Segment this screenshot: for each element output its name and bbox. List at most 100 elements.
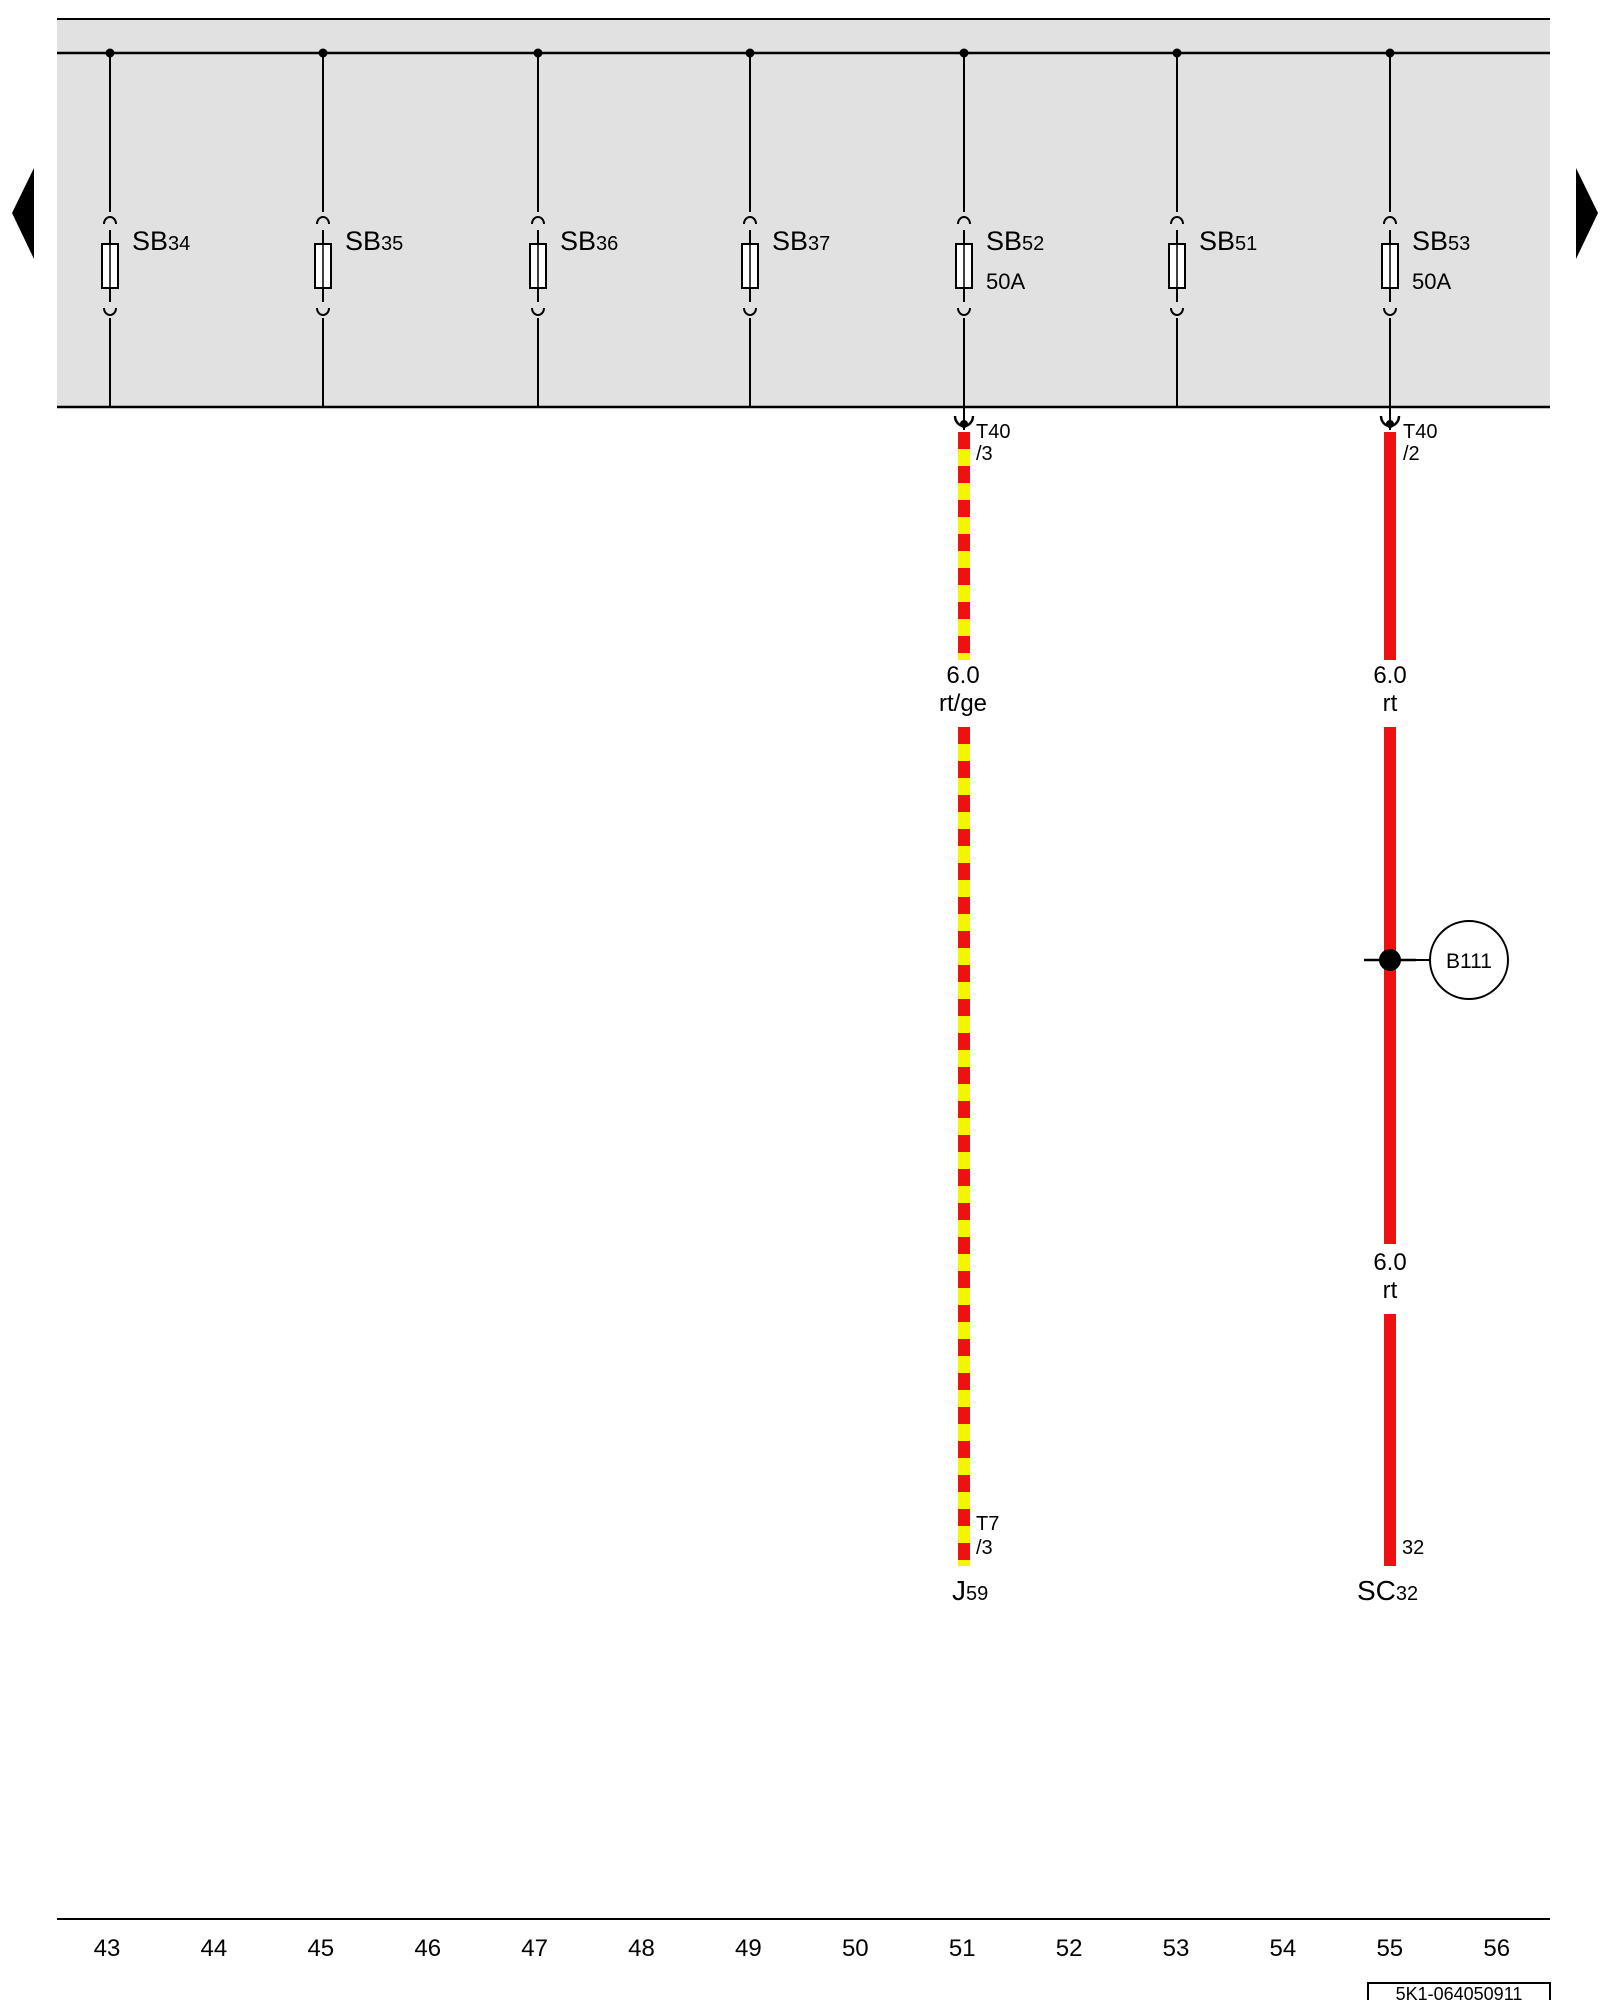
wire-stripe bbox=[958, 1118, 970, 1135]
w1-bottom-connector-pin: /3 bbox=[976, 1537, 993, 1559]
fuse-label-sub: 37 bbox=[808, 233, 830, 255]
connector-pin-dot bbox=[1386, 420, 1394, 428]
grid-number: 43 bbox=[94, 1935, 121, 1962]
fuse-bottom-clip bbox=[316, 307, 330, 316]
w2-component-main: SC bbox=[1357, 1575, 1396, 1606]
fuse-bottom-clip bbox=[531, 307, 545, 316]
fuse-rating: 50A bbox=[1412, 269, 1451, 294]
fuse-label-main: SB bbox=[132, 226, 168, 256]
grid-number: 55 bbox=[1376, 1935, 1403, 1962]
wire-w2[interactable] bbox=[1379, 407, 1401, 1566]
w1-component-sub: 59 bbox=[966, 1583, 988, 1605]
fuse-top-clip bbox=[743, 216, 757, 225]
wire-segment bbox=[1384, 432, 1396, 660]
fuse-label-sub: 51 bbox=[1235, 233, 1257, 255]
w2-component-sub: 32 bbox=[1396, 1583, 1418, 1605]
wire-stripe bbox=[958, 880, 970, 897]
wire-stripe bbox=[958, 846, 970, 863]
grid-number: 47 bbox=[521, 1935, 548, 1962]
fuse-label: SB35 bbox=[345, 226, 403, 256]
fuse-sb52[interactable]: SB52 50A bbox=[955, 48, 1044, 408]
wire-stripe bbox=[958, 517, 970, 534]
fuse-panel bbox=[57, 19, 1550, 407]
wire-stripe bbox=[958, 948, 970, 965]
fuse-label: SB51 bbox=[1199, 226, 1257, 256]
connector-pin-dot bbox=[960, 420, 968, 428]
wire-stripe bbox=[958, 1016, 970, 1033]
w1-component-main: J bbox=[952, 1575, 966, 1606]
fuse-sb51[interactable]: SB51 bbox=[1168, 48, 1257, 408]
w1-wire-size-label: 6.0 bbox=[946, 662, 979, 689]
fuse-label-sub: 52 bbox=[1022, 233, 1044, 255]
wire-group bbox=[953, 407, 1401, 1566]
wire-stripe bbox=[958, 1560, 970, 1566]
w2-top-connector-pin: /2 bbox=[1403, 443, 1420, 465]
reference-code-box: 5K1-064050911 bbox=[1367, 1982, 1551, 2000]
fuse-sb35[interactable]: SB35 bbox=[314, 48, 403, 408]
wire-stripe bbox=[958, 1152, 970, 1169]
w2-wire-size-label-1: 6.0 bbox=[1373, 662, 1406, 689]
fuse-bottom-clip bbox=[743, 307, 757, 316]
grid-number: 46 bbox=[414, 1935, 441, 1962]
wire-stripe bbox=[958, 744, 970, 761]
wire-stripe bbox=[958, 1220, 970, 1237]
fuse-bottom-clip bbox=[103, 307, 117, 316]
fuse-label-sub: 36 bbox=[596, 233, 618, 255]
next-page-arrow-icon[interactable] bbox=[1576, 168, 1598, 259]
grid-number: 45 bbox=[307, 1935, 334, 1962]
wire-stripe bbox=[958, 653, 970, 660]
fuse-top-clip bbox=[957, 216, 971, 225]
wire-stripe bbox=[958, 982, 970, 999]
w1-top-connector-pin: /3 bbox=[976, 443, 993, 465]
fuse-label: SB37 bbox=[772, 226, 830, 256]
w2-wire-size-label-2: 6.0 bbox=[1373, 1249, 1406, 1276]
fuse-sb53[interactable]: SB53 50A bbox=[1381, 48, 1470, 408]
wire-stripe bbox=[958, 1254, 970, 1271]
fuse-label: SB52 bbox=[986, 226, 1044, 256]
wire-segment bbox=[1384, 727, 1396, 1244]
wire-w1[interactable] bbox=[953, 407, 975, 1566]
wire-stripe bbox=[958, 778, 970, 795]
fuse-label: SB36 bbox=[560, 226, 618, 256]
fuse-label-main: SB bbox=[772, 226, 808, 256]
fuse-label-sub: 34 bbox=[168, 233, 190, 255]
w2-top-connector-name: T40 bbox=[1403, 421, 1437, 443]
wire-stripe bbox=[958, 449, 970, 466]
wire-stripe bbox=[958, 1458, 970, 1475]
fuse-label-main: SB bbox=[1199, 226, 1235, 256]
fuse-sb36[interactable]: SB36 bbox=[529, 48, 618, 408]
wire-stripe bbox=[958, 619, 970, 636]
fuse-sb34[interactable]: SB34 bbox=[101, 48, 190, 408]
fuse-sb37[interactable]: SB37 bbox=[741, 48, 830, 408]
fuse-label: SB53 bbox=[1412, 226, 1470, 256]
w1-bottom-connector-name: T7 bbox=[976, 1513, 999, 1535]
wire-stripe bbox=[958, 914, 970, 931]
fuse-label: SB34 bbox=[132, 226, 190, 256]
fuse-top-clip bbox=[1383, 216, 1397, 225]
wire-segment bbox=[1384, 1314, 1396, 1566]
wire-stripe bbox=[958, 1288, 970, 1305]
wire-stripe bbox=[958, 1424, 970, 1441]
wire-stripe bbox=[958, 812, 970, 829]
w1-component-label[interactable]: J59 bbox=[952, 1575, 988, 1606]
grid-number: 53 bbox=[1163, 1935, 1190, 1962]
w1-top-connector-name: T40 bbox=[976, 421, 1010, 443]
reference-code-frame bbox=[1367, 1982, 1551, 2000]
splice-label-circle[interactable] bbox=[1429, 920, 1509, 1000]
wire-stripe bbox=[958, 551, 970, 568]
wire-stripe bbox=[958, 1322, 970, 1339]
fuse-rating: 50A bbox=[986, 269, 1025, 294]
wire-stripe bbox=[958, 1492, 970, 1509]
fuse-bottom-clip bbox=[957, 307, 971, 316]
prev-page-arrow-icon[interactable] bbox=[12, 168, 34, 259]
w2-component-label[interactable]: SC32 bbox=[1357, 1575, 1418, 1606]
grid-number: 56 bbox=[1483, 1935, 1510, 1962]
fuse-top-clip bbox=[531, 216, 545, 225]
fuse-top-clip bbox=[103, 216, 117, 225]
fuse-label-sub: 53 bbox=[1448, 233, 1470, 255]
wire-stripe bbox=[958, 1390, 970, 1407]
fuse-label-main: SB bbox=[560, 226, 596, 256]
